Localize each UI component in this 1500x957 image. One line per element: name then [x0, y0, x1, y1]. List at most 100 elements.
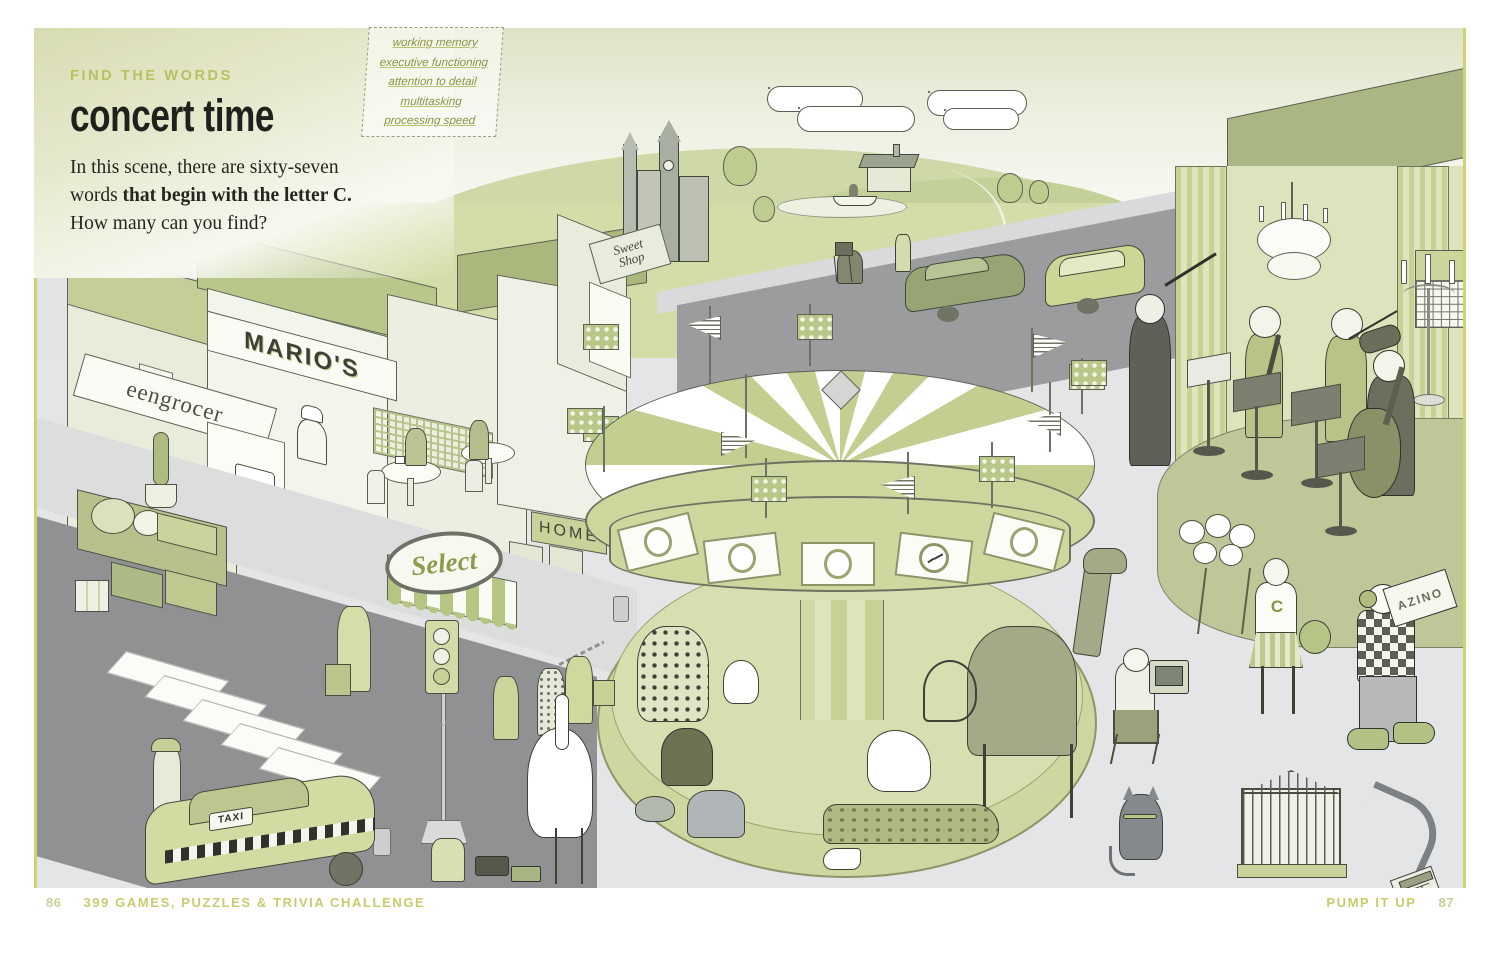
candelabra-arms [1403, 284, 1455, 304]
music-stand-pole [1339, 472, 1342, 530]
cans-stack [75, 580, 109, 612]
chain-post [613, 596, 629, 622]
chain-post [373, 828, 391, 856]
wheel-icon [937, 306, 959, 322]
flag-pole [603, 406, 605, 472]
right-page-number: 87 [1438, 895, 1454, 910]
candle-icon [1449, 260, 1455, 284]
clown-hair-icon [1359, 590, 1377, 608]
crane-bird-neck [555, 694, 569, 750]
traffic-light-lamp [433, 668, 450, 685]
music-stand-pole [1255, 406, 1258, 474]
carousel-panel [702, 531, 782, 585]
cafe-table-leg [407, 478, 414, 506]
crane-bird-legs [555, 828, 583, 884]
camera-icon [835, 242, 853, 256]
flag-dotted [797, 314, 833, 340]
page-footer: 86 399 GAMES, PUZZLES & TRIVIA CHALLENGE… [0, 895, 1500, 935]
candle-icon [1401, 260, 1407, 284]
footer-left: 86 399 GAMES, PUZZLES & TRIVIA CHALLENGE [46, 895, 425, 910]
skill-item: working memory [392, 36, 479, 49]
cactus-icon [153, 432, 169, 486]
page-title: concert time [70, 90, 275, 141]
music-stand-base [1193, 446, 1225, 456]
flower-bouquet [1173, 514, 1265, 574]
cafe-chair [367, 470, 385, 504]
cabin-roof [858, 154, 920, 168]
chicken-icon [867, 730, 931, 792]
traffic-light-pole [441, 656, 446, 826]
traffic-light-lamp [433, 628, 450, 645]
calf-icon [687, 790, 745, 838]
carousel-drum [609, 496, 1071, 616]
music-stand-base [1301, 478, 1333, 488]
curtain-left [1175, 166, 1227, 476]
cheerleader-head [1263, 558, 1289, 586]
shopping-bag-icon [325, 664, 351, 696]
flag-dotted [751, 476, 787, 502]
cottontail-rabbit-icon [723, 660, 759, 704]
camel-head [1083, 548, 1127, 574]
camel-icon [967, 626, 1077, 756]
skill-item: executive functioning [379, 55, 489, 69]
wheel-icon [1077, 298, 1099, 314]
candle-icon [1425, 254, 1431, 284]
panel-ring [824, 549, 852, 579]
skill-item: processing speed [383, 114, 476, 127]
camp-chair-legs [1109, 734, 1161, 764]
violinist-head [1331, 308, 1363, 340]
chimpanzee-icon [661, 728, 713, 786]
taxi-driver-cap-icon [151, 738, 181, 752]
carousel-panel [801, 542, 875, 586]
cabbage-icon [91, 498, 135, 534]
instructions-part-2: How many can you find? [70, 213, 268, 234]
tree-icon [1029, 180, 1049, 204]
section-title: PUMP IT UP [1326, 895, 1417, 910]
traffic-light-lamp [433, 648, 450, 665]
clown-shoe-icon [1393, 722, 1435, 744]
skill-item: attention to detail [387, 75, 478, 88]
flag-dotted [583, 324, 619, 350]
clock-icon [917, 541, 951, 575]
book-title: 399 GAMES, PUZZLES & TRIVIA CHALLENGE [83, 895, 426, 910]
calendar-picture [1416, 251, 1463, 281]
music-stand-base [1241, 470, 1273, 480]
computer-user-head [1123, 648, 1149, 672]
candelabra-icon [1427, 288, 1430, 398]
shopping-bag-icon [593, 680, 615, 706]
cactus-pot [145, 484, 177, 508]
canoeist [849, 184, 858, 197]
coffee-cup-icon [395, 456, 405, 464]
crocodile-icon [823, 804, 999, 844]
cheerleader-legs [1261, 666, 1295, 714]
toy-train-icon [475, 856, 509, 876]
cage-floor [1237, 864, 1347, 878]
cobra-icon [923, 660, 977, 722]
cheerleader-letter-badge: C [1270, 597, 1284, 616]
chimney-icon [893, 144, 900, 157]
flag-dotted [979, 456, 1015, 482]
child-girl [493, 676, 519, 740]
bouquet-stems [1196, 568, 1252, 634]
carousel [567, 348, 1107, 720]
instructions-bold: that begin with the letter C. [122, 185, 352, 206]
cage-icon [1241, 788, 1341, 872]
cloud-icon [797, 106, 915, 132]
clown-shoe-icon [1347, 728, 1389, 750]
music-stand-base [1325, 526, 1357, 536]
flag-pole [709, 306, 711, 386]
taxi-wheel [329, 852, 363, 886]
computer-screen [1155, 666, 1183, 686]
carousel-panel-clock [894, 531, 974, 585]
tree-icon [723, 146, 757, 186]
conductor-figure [1129, 316, 1171, 466]
cat-tail-icon [1109, 846, 1135, 876]
camel-legs [983, 744, 1073, 818]
music-stand-pole [1207, 380, 1210, 450]
child-with-train [431, 838, 465, 882]
canoe-icon [833, 196, 877, 206]
left-page-number: 86 [46, 895, 62, 910]
conductor-head [1135, 294, 1165, 324]
